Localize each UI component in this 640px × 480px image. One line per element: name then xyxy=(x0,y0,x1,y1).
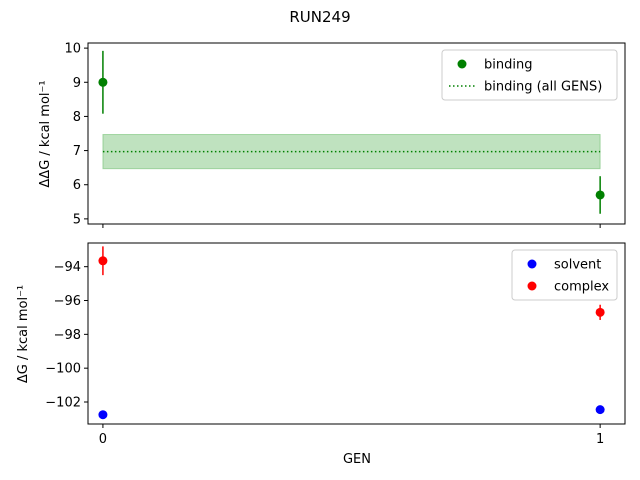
y-tick-label: 6 xyxy=(73,178,81,193)
legend-label: solvent xyxy=(554,258,601,273)
y-tick-label: −102 xyxy=(45,396,81,411)
legend-marker xyxy=(527,281,537,291)
data-point xyxy=(595,405,605,415)
x-axis-label: GEN xyxy=(343,452,371,467)
y-tick-label: −96 xyxy=(54,294,81,309)
y-axis-label-bottom: ΔG / kcal mol⁻¹ xyxy=(16,285,31,383)
data-point xyxy=(595,307,605,317)
data-point xyxy=(98,77,108,87)
chart-title: RUN249 xyxy=(289,8,350,26)
x-tick-label: 1 xyxy=(596,432,604,447)
legend-box xyxy=(441,49,618,101)
panel-free-energy: −94 −96 −98 −100 −102 0 1 solvent complex ΔG / k… xyxy=(16,242,626,447)
legend-box xyxy=(511,249,618,301)
data-point xyxy=(595,190,605,200)
y-tick-label: 8 xyxy=(73,110,81,125)
data-point xyxy=(98,410,108,420)
y-tick-label: −100 xyxy=(45,362,81,377)
plot-frame-top xyxy=(87,42,626,225)
legend-marker xyxy=(457,59,467,69)
y-tick-label: 5 xyxy=(73,212,81,227)
y-tick-label: 9 xyxy=(73,76,81,91)
legend-label: binding (all GENS) xyxy=(484,80,602,95)
legend-label: binding xyxy=(484,58,532,73)
y-axis-label-top: ΔΔG / kcal mol⁻¹ xyxy=(38,80,53,187)
y-tick-label: −98 xyxy=(54,328,81,343)
data-point xyxy=(98,256,108,266)
x-tick-label: 0 xyxy=(99,432,107,447)
legend-marker xyxy=(527,259,537,269)
y-tick-label: 7 xyxy=(73,144,81,159)
legend-label: complex xyxy=(554,280,609,295)
y-tick-label: −94 xyxy=(54,260,81,275)
panel-binding-free-energy: 5 6 7 8 9 10 binding binding (all GENS) ΔΔG / k… xyxy=(38,42,626,228)
plot-frame-bottom xyxy=(87,242,626,425)
y-tick-label: 10 xyxy=(64,42,81,57)
